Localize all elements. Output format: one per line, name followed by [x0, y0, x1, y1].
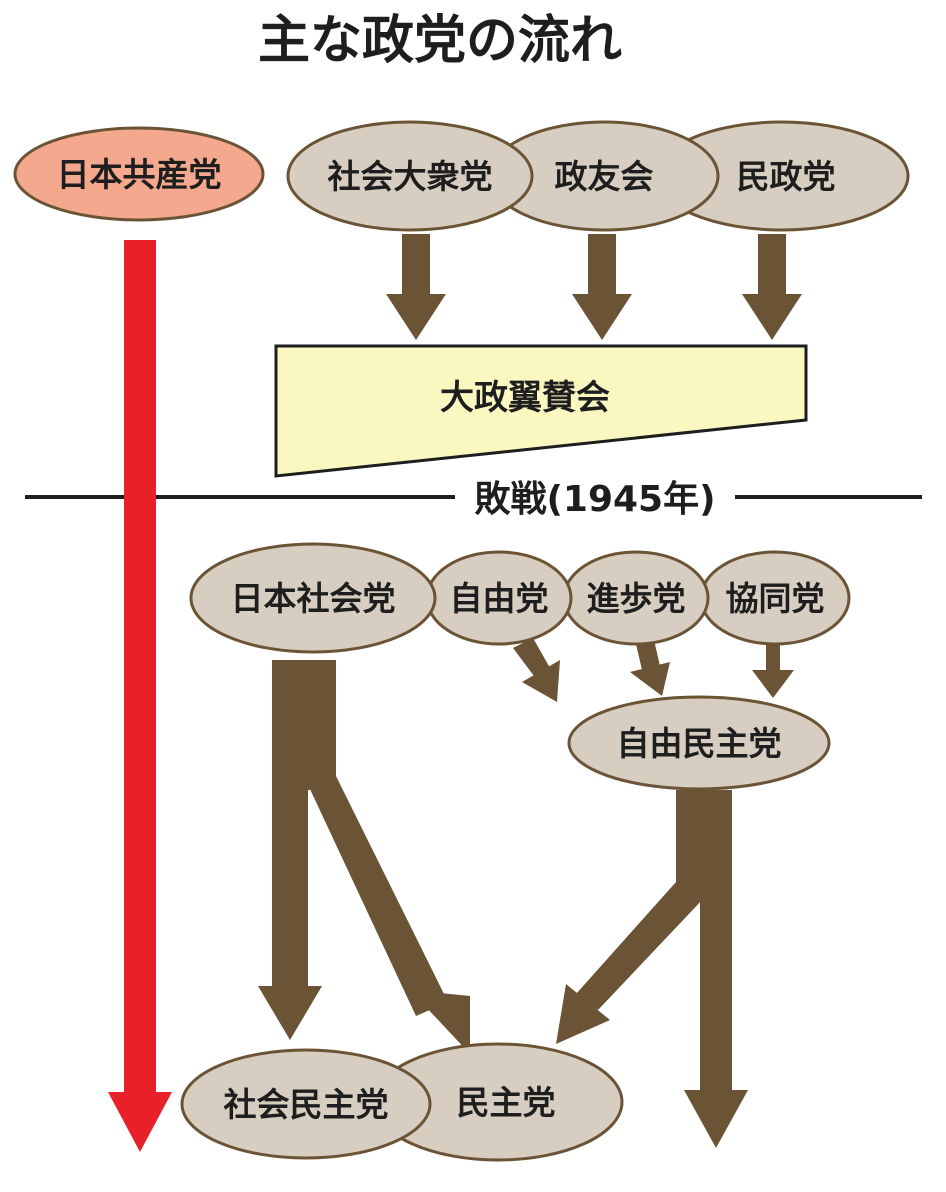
jiminto-label: 自由民主党 — [617, 724, 782, 763]
arrow-jiminto-continue — [676, 790, 748, 1148]
ellipse-shinpoto: 進歩党 — [562, 550, 710, 646]
arrow-minseito-to-taisei — [742, 234, 802, 340]
jiyuto-label: 自由党 — [450, 579, 549, 618]
kyodoto-label: 協同党 — [726, 579, 825, 618]
arrow-jiminto-to-minshuto — [556, 882, 704, 1044]
ellipse-minshuto: 民主党 — [372, 1042, 624, 1162]
arrow-jiyuto-to-jiminto — [513, 638, 560, 702]
minshuto-label: 民主党 — [457, 1083, 556, 1122]
jcp-arrow — [108, 240, 172, 1152]
taisei-yokusankai-label: 大政翼賛会 — [440, 378, 610, 418]
shakai-taishu-label: 社会大衆党 — [328, 157, 493, 196]
seiyukai-label: 政友会 — [555, 157, 654, 196]
ellipse-shaminto: 社会民主党 — [180, 1048, 432, 1160]
nihon-shakaito-label: 日本社会党 — [231, 579, 396, 618]
arrow-shinpoto-to-jiminto — [630, 640, 670, 696]
ellipse-nihon-shakaito: 日本社会党 — [189, 542, 437, 654]
ellipse-kyodoto: 協同党 — [699, 550, 851, 646]
ellipse-jiyuto: 自由党 — [425, 550, 573, 646]
arrow-shakai-taishu-to-taisei — [386, 234, 446, 340]
ellipse-seiyukai: 政友会 — [488, 120, 720, 232]
ellipse-jiminto: 自由民主党 — [567, 695, 831, 791]
arrow-nihon-shakaito-to-minshuto — [302, 772, 470, 1054]
diagram-title: 主な政党の流れ — [258, 11, 622, 71]
arrow-kyodoto-to-jiminto — [752, 642, 794, 698]
taisei-yokusankai-box: 大政翼賛会 — [274, 344, 808, 478]
ellipse-minseito: 民政党 — [654, 120, 910, 232]
arrow-nihon-shakaito-to-shaminto — [258, 660, 336, 1040]
minseito-label: 民政党 — [737, 157, 836, 196]
ellipse-jcp: 日本共産党 — [13, 126, 265, 222]
ellipse-shakai-taishu: 社会大衆党 — [286, 120, 534, 232]
shinpoto-label: 進歩党 — [587, 579, 686, 618]
divider-label: 敗戦(1945年) — [474, 479, 715, 520]
jcp-label: 日本共産党 — [57, 155, 222, 194]
arrow-seiyukai-to-taisei — [572, 234, 632, 340]
shaminto-label: 社会民主党 — [224, 1085, 389, 1124]
